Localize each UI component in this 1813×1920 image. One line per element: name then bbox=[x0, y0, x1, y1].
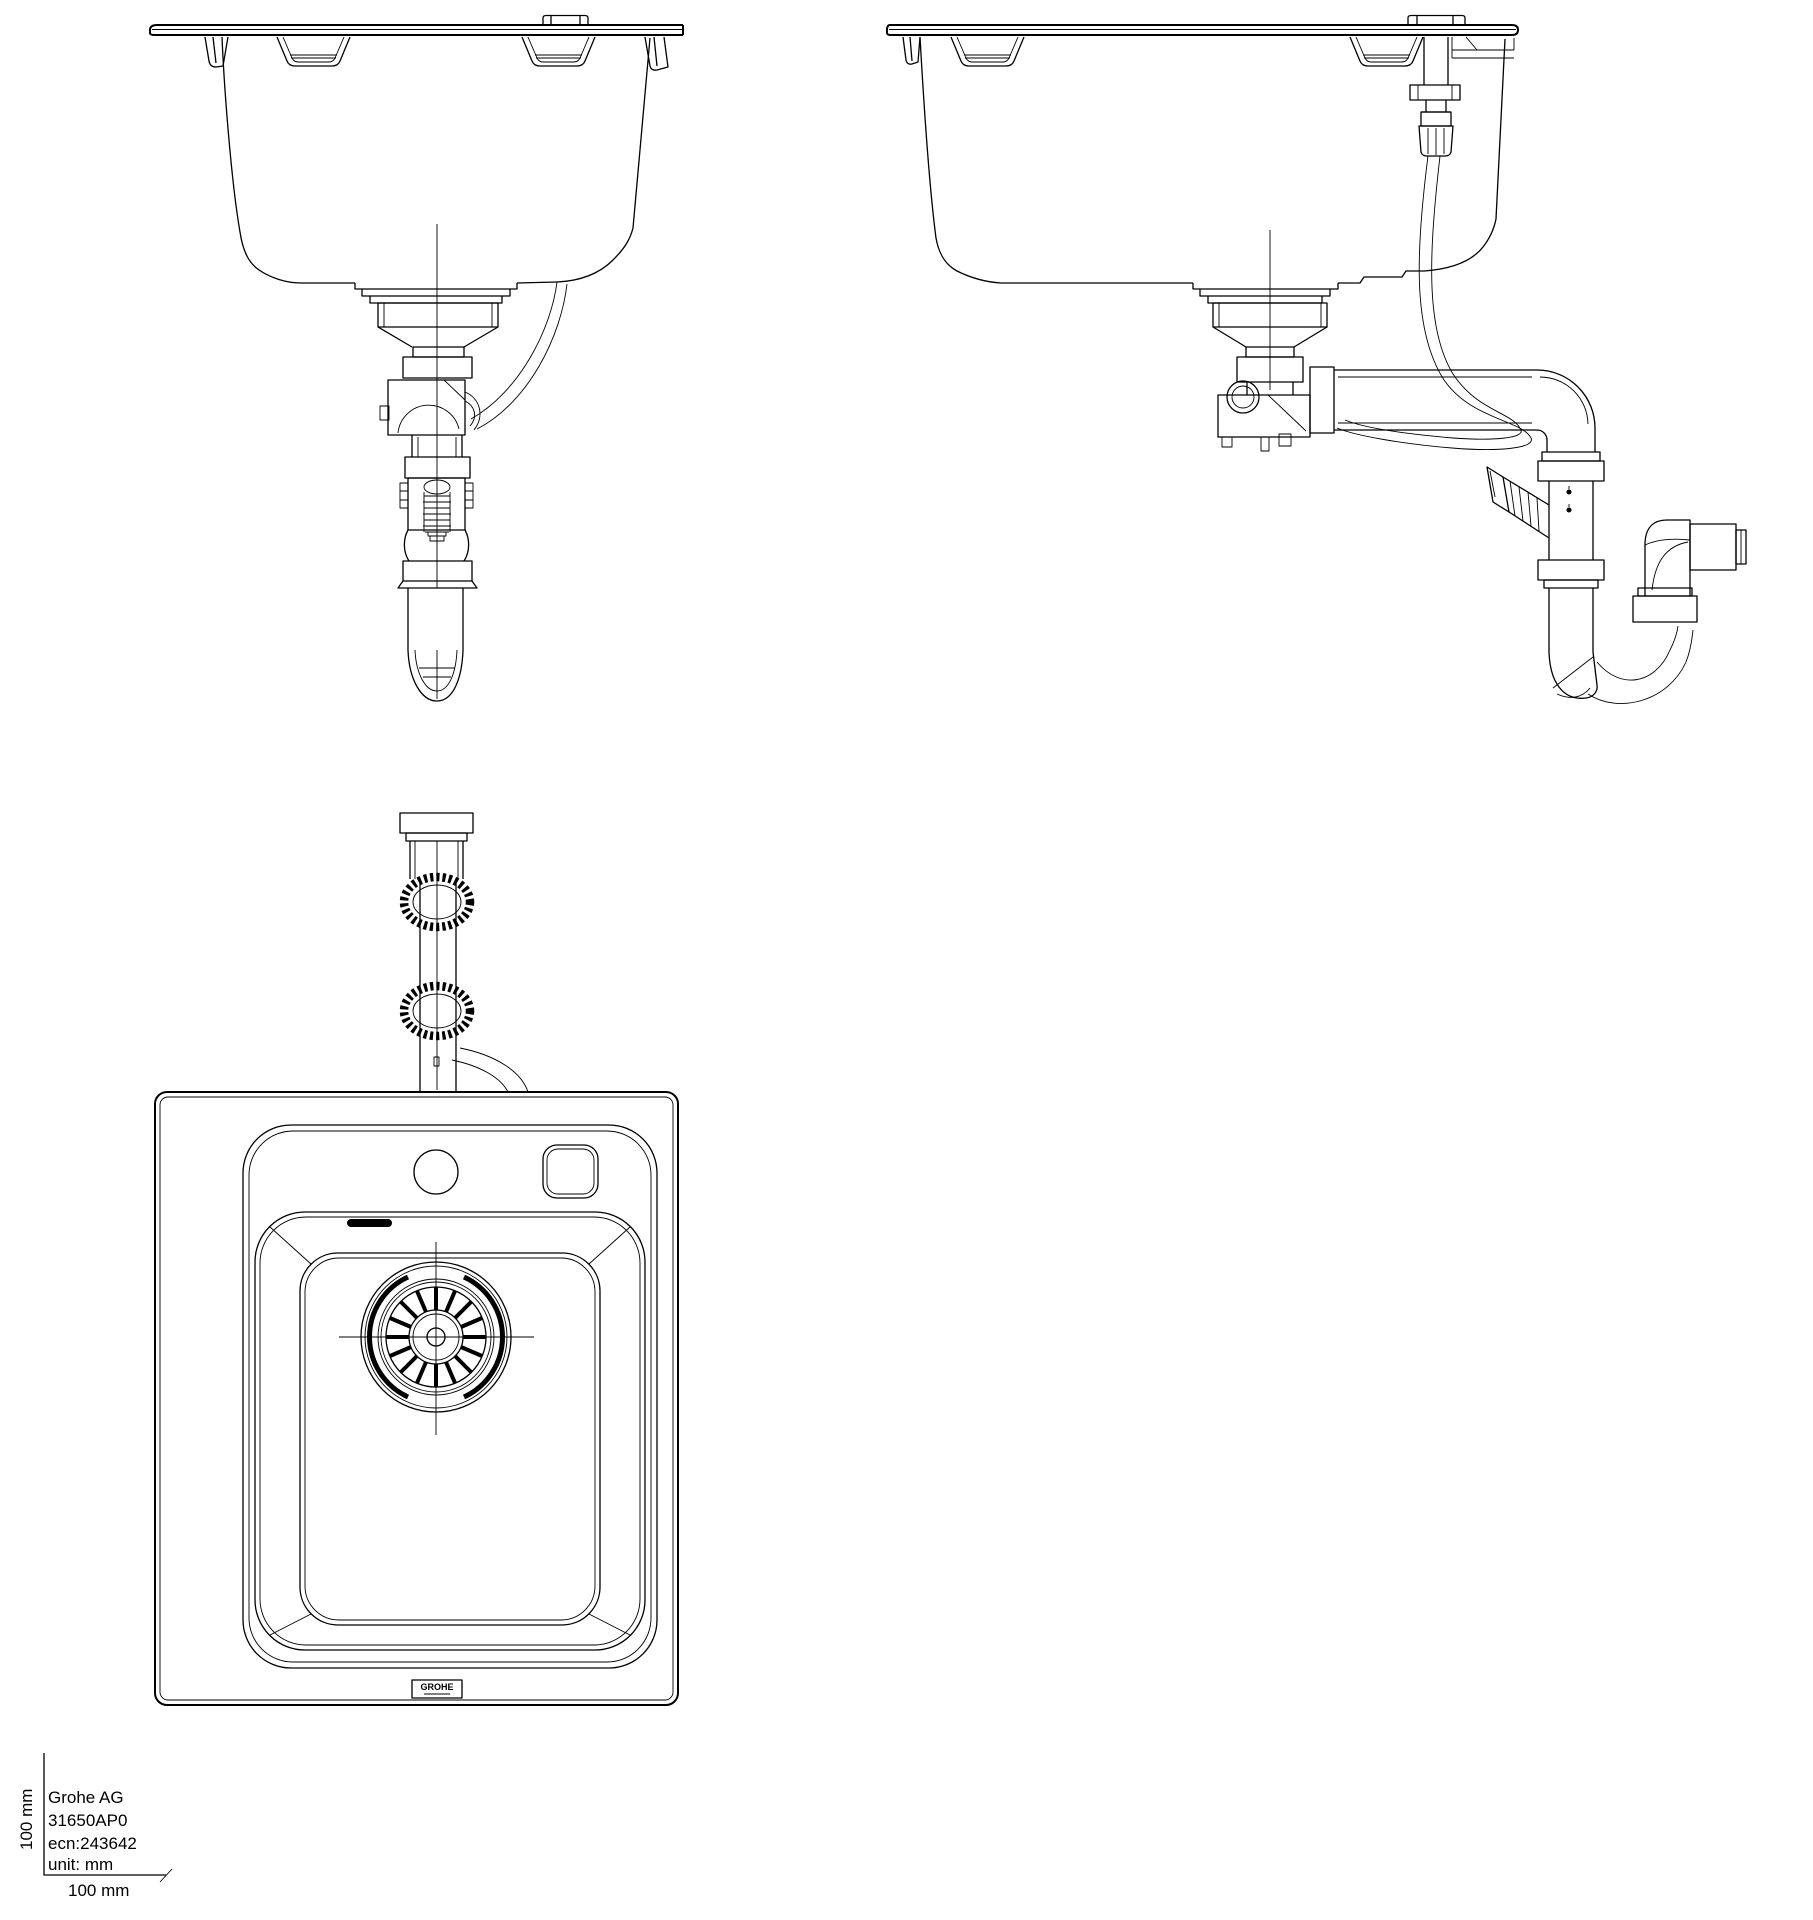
knurled-nut bbox=[404, 456, 471, 479]
dishwasher-connector bbox=[1486, 466, 1550, 539]
side-view bbox=[886, 14, 1747, 704]
sink-rim-side bbox=[886, 14, 1519, 36]
edge-clip-right bbox=[644, 36, 669, 71]
trap-body bbox=[407, 477, 466, 531]
plan-view: GROHE bbox=[154, 812, 679, 1706]
mounting-clips-side bbox=[902, 36, 1515, 67]
knurled-nut bbox=[1632, 595, 1698, 623]
edge-clip-left bbox=[204, 36, 229, 68]
u-bend bbox=[1548, 651, 1598, 699]
rim-tab bbox=[1407, 14, 1466, 25]
knurled-nut bbox=[1309, 366, 1335, 434]
hose-over-rim bbox=[451, 1047, 529, 1093]
knurled-nut bbox=[399, 812, 474, 834]
wall-elbow bbox=[1632, 519, 1747, 623]
faucet-hole bbox=[413, 1149, 459, 1195]
cleanout-port bbox=[1226, 380, 1260, 414]
pipe-elbow bbox=[1536, 369, 1596, 452]
knurled-nut bbox=[402, 560, 473, 582]
basin-outline-front bbox=[221, 36, 651, 284]
title-block: 100 mm Grohe AG 31650AP0 ecn:243642 unit… bbox=[17, 1753, 173, 1900]
bowl-rim bbox=[254, 1211, 646, 1651]
accessory-hole bbox=[542, 1144, 599, 1199]
mounting-clips-front bbox=[204, 36, 669, 71]
overflow-mount-ledge bbox=[1451, 36, 1515, 59]
scale-x-label: 100 mm bbox=[68, 1881, 129, 1900]
overflow-elbow-housing bbox=[387, 379, 466, 436]
overflow-hose-front bbox=[470, 281, 568, 430]
corner-chamfers bbox=[269, 1226, 631, 1636]
drain-strainer bbox=[339, 1242, 534, 1435]
company-name: Grohe AG bbox=[48, 1788, 124, 1807]
knurled-nut bbox=[1537, 460, 1605, 482]
unit-note: unit: mm bbox=[48, 1855, 113, 1874]
rim-tab bbox=[542, 14, 589, 25]
crosshair-centerlines bbox=[339, 1242, 534, 1435]
overflow-slot bbox=[347, 1219, 392, 1227]
basin-outline-side bbox=[919, 36, 1506, 284]
bowl-bottom bbox=[299, 1252, 601, 1626]
sink-outline-plan bbox=[154, 1091, 679, 1706]
drain-piping-side bbox=[1192, 283, 1747, 704]
trap-cup bbox=[407, 649, 464, 702]
logo-badge: GROHE bbox=[411, 1679, 463, 1699]
part-number: 31650AP0 bbox=[48, 1811, 127, 1830]
elbow-body bbox=[1217, 394, 1311, 438]
ecn-number: ecn:243642 bbox=[48, 1834, 137, 1853]
overflow-grip bbox=[1418, 125, 1454, 157]
scale-y-label: 100 mm bbox=[17, 1789, 36, 1850]
front-view bbox=[149, 14, 684, 702]
plan-pipe-assembly bbox=[399, 812, 529, 1093]
overflow-hose bbox=[1336, 155, 1532, 450]
knurled-nut bbox=[1689, 523, 1737, 571]
knurled-nut bbox=[1537, 559, 1605, 581]
sink-rim-front bbox=[149, 14, 684, 36]
drain-assembly-front bbox=[354, 283, 518, 702]
strainer-body bbox=[377, 302, 499, 328]
scale-bar bbox=[43, 1753, 173, 1883]
deck-edge bbox=[242, 1124, 658, 1669]
logo-text: GROHE bbox=[420, 1682, 453, 1692]
overflow-assembly bbox=[1336, 37, 1532, 450]
edge-clip-left bbox=[902, 36, 921, 65]
knurled-nut bbox=[402, 356, 473, 379]
